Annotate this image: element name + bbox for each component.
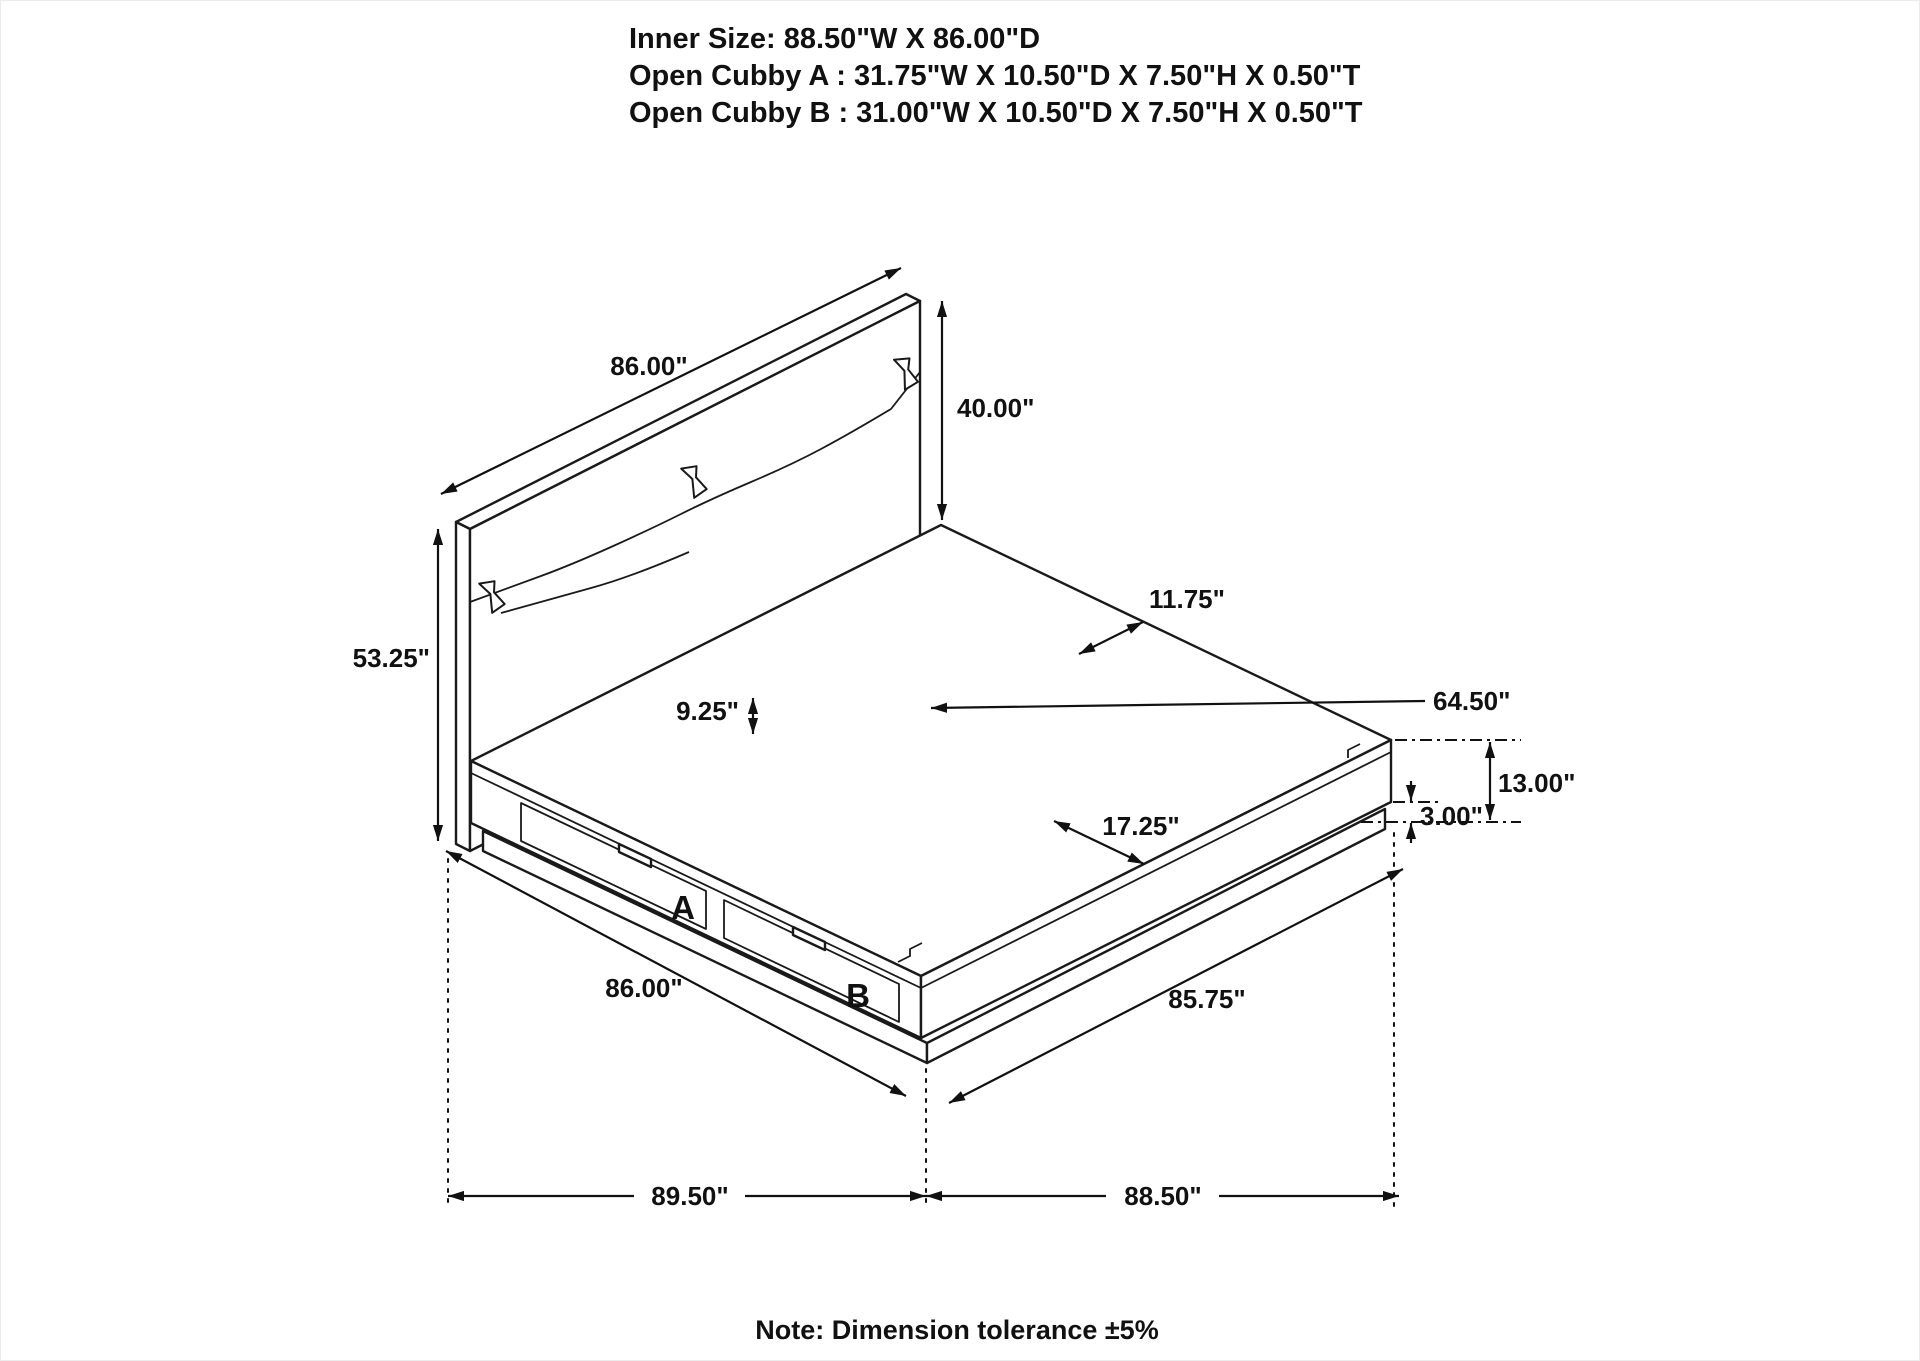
front-border-width-label: 17.25" <box>1102 811 1179 841</box>
platform-dimension-lines <box>445 621 1521 1210</box>
dim-line-front-border-width <box>1053 820 1145 865</box>
overall-depth-label: 89.50" <box>651 1181 728 1211</box>
labels: Inner Size: 88.50"W X 86.00"D Open Cubby… <box>353 23 1576 1345</box>
headboard-left-edge <box>454 520 472 853</box>
dim-line-side-length <box>445 850 907 1097</box>
rear-border-width-label: 11.75" <box>1149 584 1225 614</box>
slat-spacing-label: 9.25" <box>676 696 739 726</box>
headboard-upper-height-label: 40.00" <box>957 393 1034 423</box>
dim-leader-slat-length <box>930 699 1426 713</box>
side-length-label: 86.00" <box>605 973 682 1003</box>
base-height-label: 3.00" <box>1420 801 1483 831</box>
headboard-total-height-label: 53.25" <box>353 643 430 673</box>
deck-right-corner-step <box>1347 743 1361 758</box>
inner-size-text: Inner Size: 88.50"W X 86.00"D <box>629 23 1040 55</box>
tolerance-note: Note: Dimension tolerance ±5% <box>755 1315 1158 1345</box>
dim-line-headboard-width <box>440 267 902 495</box>
cubby-b-letter: B <box>846 977 870 1014</box>
platform-height-label: 13.00" <box>1498 768 1575 798</box>
cubby-a-letter: A <box>671 889 695 926</box>
dim-line-front-length <box>948 868 1404 1104</box>
dim-line-rear-border-width <box>1078 621 1144 655</box>
headboard-dimension-lines <box>432 267 948 841</box>
cubby-b-size-text: Open Cubby B : 31.00"W X 10.50"D X 7.50"… <box>629 97 1363 129</box>
overall-width-label: 88.50" <box>1124 1181 1201 1211</box>
front-length-label: 85.75" <box>1168 984 1245 1014</box>
headboard-width-label: 86.00" <box>610 351 687 381</box>
slat-length-label: 64.50" <box>1433 686 1510 716</box>
headboard-seam-secondary-line <box>500 551 690 614</box>
cubby-a-size-text: Open Cubby A : 31.75"W X 10.50"D X 7.50"… <box>629 60 1361 92</box>
